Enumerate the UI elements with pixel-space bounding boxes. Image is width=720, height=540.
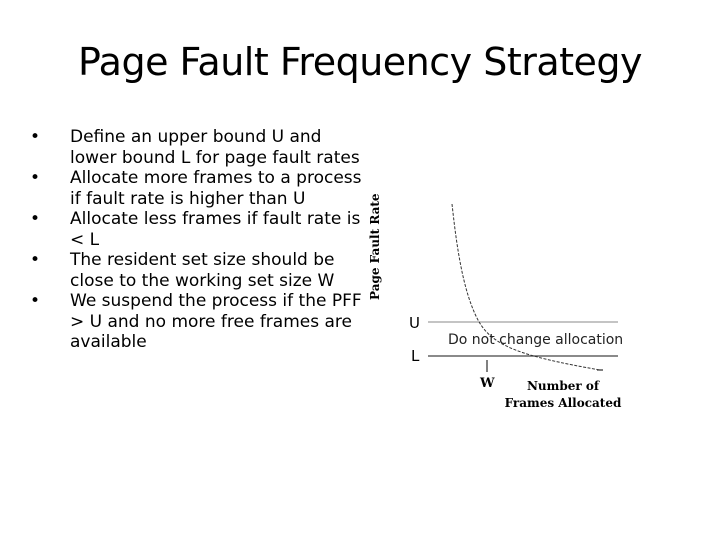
fault-rate-curve (451, 203, 601, 371)
lower-bound-label: L (411, 347, 420, 365)
x-axis-label-line1: Number of (526, 379, 600, 393)
upper-bound-label: U (409, 314, 420, 332)
pff-diagram (428, 203, 618, 372)
y-axis-label: Page Fault Rate (368, 193, 382, 300)
x-axis-label: Number of Frames Allocated (503, 378, 623, 412)
bullet-item: We suspend the process if the PFF > U an… (30, 291, 370, 353)
bullet-item: Define an upper bound U and lower bound … (30, 127, 370, 168)
do-not-change-annotation: Do not change allocation (448, 332, 624, 348)
bullet-item: Allocate less frames if fault rate is < … (30, 209, 370, 250)
bullet-item: Allocate more frames to a process if fau… (30, 168, 370, 209)
slide-title: Page Fault Frequency Strategy (77, 40, 643, 84)
bullet-list: Define an upper bound U and lower bound … (30, 127, 370, 353)
bullet-item: The resident set size should be close to… (30, 250, 370, 291)
x-axis-label-line2: Frames Allocated (504, 396, 622, 410)
w-label: W (480, 376, 495, 391)
